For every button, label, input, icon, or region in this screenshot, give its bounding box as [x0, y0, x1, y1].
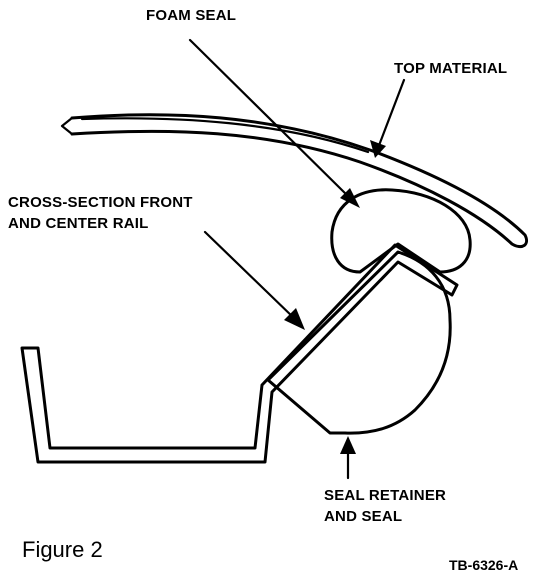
- figure-caption: Figure 2: [22, 537, 103, 562]
- foam-seal: [330, 188, 472, 274]
- top-material-leader: [370, 78, 406, 158]
- rail-leader: [203, 230, 305, 330]
- top-material: [60, 113, 528, 249]
- seal-retainer-body: [266, 250, 452, 435]
- top-material-label: TOP MATERIAL: [394, 60, 507, 77]
- retainer-label-line2: AND SEAL: [324, 508, 402, 525]
- retainer-label-line1: SEAL RETAINER: [324, 487, 446, 504]
- foam-seal-leader: [188, 38, 360, 208]
- rail-label-line1: CROSS-SECTION FRONT: [8, 194, 193, 211]
- foam-seal-label: FOAM SEAL: [146, 7, 236, 24]
- retainer-leader: [340, 436, 356, 480]
- rail-label-line2: AND CENTER RAIL: [8, 215, 149, 232]
- reference-code: TB-6326-A: [449, 557, 518, 573]
- center-rail: [20, 243, 459, 464]
